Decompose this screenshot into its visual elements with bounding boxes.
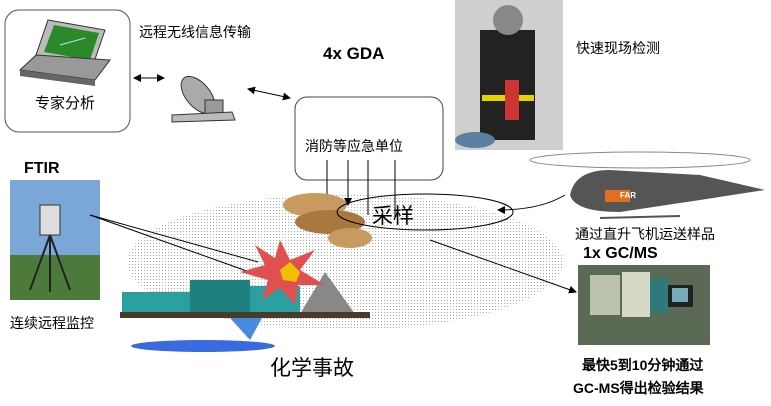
helicopter <box>529 151 765 219</box>
gcms-title: 1x GC/MS <box>583 245 658 262</box>
wireless-label: 远程无线信息传输 <box>139 25 251 41</box>
incident-label: 化学事故 <box>270 356 354 380</box>
sampling-label: 采样 <box>372 204 414 228</box>
helicopter-label: 通过直升飞机运送样品 <box>575 227 715 243</box>
gda-box <box>294 96 444 181</box>
gcms-arrow <box>429 239 577 294</box>
gda-title: 4x GDA <box>323 44 385 63</box>
helicopter-arrow <box>497 194 566 214</box>
chemical-spill <box>230 318 262 340</box>
satellite-dish-icon <box>171 75 236 123</box>
expert-label: 专家分析 <box>35 94 96 112</box>
sampling-ellipse <box>336 193 514 231</box>
ftir-title: FTIR <box>24 160 60 177</box>
firefighter-photo <box>455 0 563 150</box>
field-test-label: 快速现场检测 <box>576 41 660 57</box>
ftir-label: 连续远程监控 <box>10 316 94 332</box>
laptop-icon <box>18 19 111 86</box>
ftir-photo <box>10 180 100 300</box>
chemical-pool <box>131 340 275 352</box>
gcms-line2: GC-MS得出检验结果 <box>573 380 704 396</box>
link-arrow-dish-gda <box>247 86 291 101</box>
gcms-photo <box>578 265 710 345</box>
gcms-line1: 最快5到10分钟通过 <box>582 357 704 373</box>
gda-box-label: 消防等应急单位 <box>305 139 403 155</box>
smoke-cloud <box>283 193 372 248</box>
helicopter-marking: FAR <box>620 191 636 200</box>
